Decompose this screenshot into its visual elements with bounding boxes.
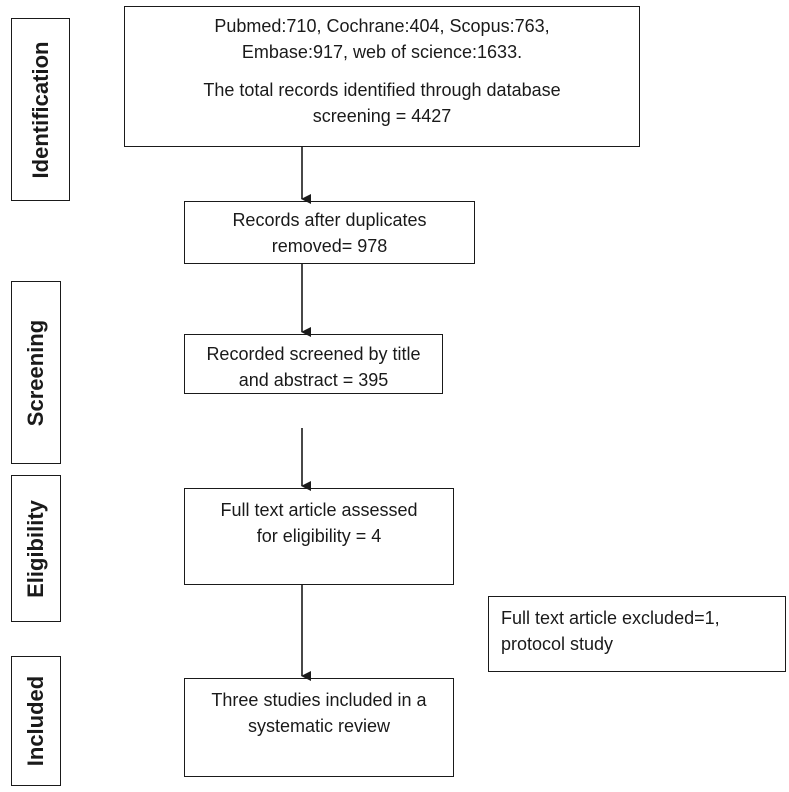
identification-line4: screening = 4427 [312, 106, 452, 126]
identification-line2: Embase:917, web of science:1633. [241, 42, 523, 62]
stage-screening: Screening [11, 281, 61, 464]
screened-line1: Recorded screened by title [206, 344, 421, 364]
included-line2: systematic review [247, 716, 391, 736]
identification-box: Pubmed:710, Cochrane:404, Scopus:763, Em… [124, 6, 640, 147]
included-box: Three studies included in a systematic r… [184, 678, 454, 777]
duplicates-line2: removed= 978 [271, 236, 388, 256]
duplicates-box: Records after duplicates removed= 978 [184, 201, 475, 264]
stage-included: Included [11, 656, 61, 786]
eligibility-box: Full text article assessed for eligibili… [184, 488, 454, 585]
identification-line1: Pubmed:710, Cochrane:404, Scopus:763, [214, 16, 550, 36]
excluded-box: Full text article excluded=1, protocol s… [488, 596, 786, 672]
eligibility-line1: Full text article assessed [220, 500, 418, 520]
excluded-line1: Full text article excluded=1, [501, 608, 720, 628]
stage-eligibility: Eligibility [11, 475, 61, 622]
excluded-line2: protocol study [501, 634, 614, 654]
stage-identification: Identification [11, 18, 70, 201]
duplicates-line1: Records after duplicates [232, 210, 427, 230]
screened-line2: and abstract = 395 [238, 370, 389, 390]
eligibility-line2: for eligibility = 4 [256, 526, 382, 546]
screened-box: Recorded screened by title and abstract … [184, 334, 443, 394]
included-line1: Three studies included in a [211, 690, 427, 710]
identification-line3: The total records identified through dat… [203, 80, 561, 100]
